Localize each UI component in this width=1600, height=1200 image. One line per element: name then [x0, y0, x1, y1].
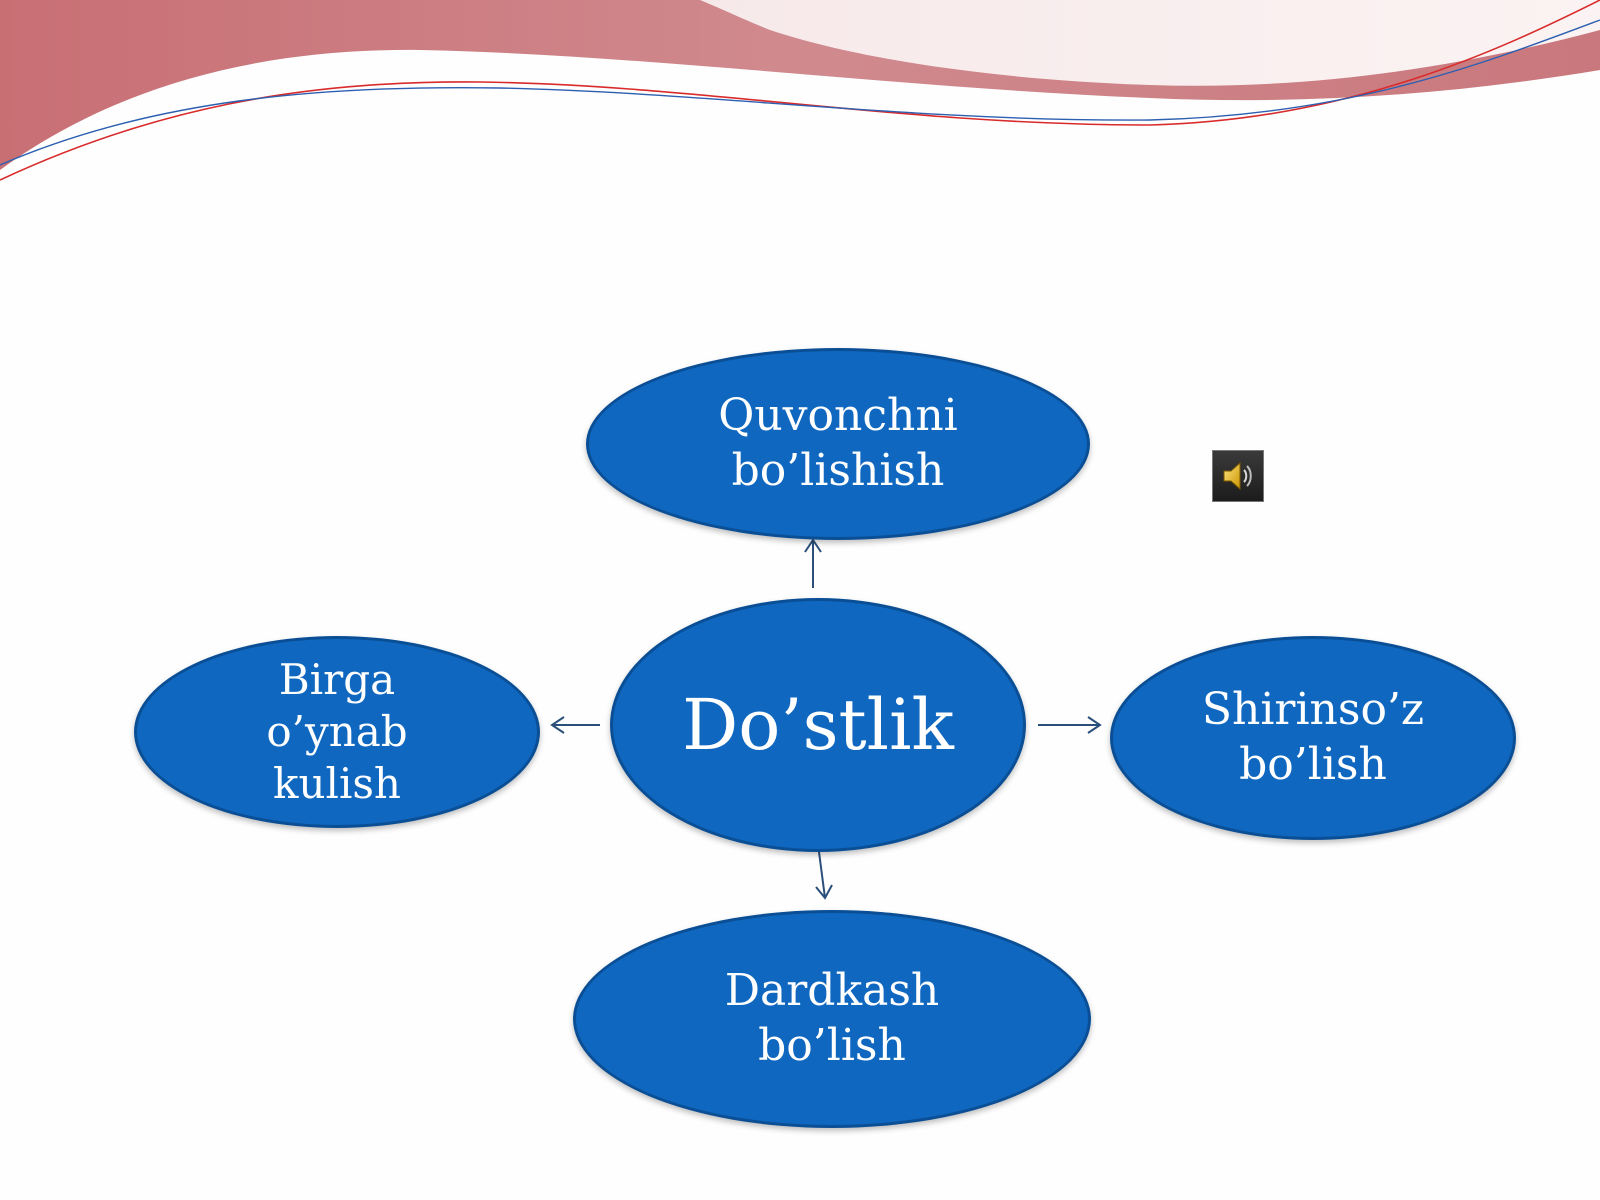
- arrow-to-left: [550, 716, 600, 734]
- arrow-to-top: [804, 538, 822, 588]
- node-top: Quvonchni bo’lishish: [586, 348, 1090, 540]
- node-center: Do’stlik: [610, 598, 1026, 852]
- node-bottom: Dardkash bo’lish: [573, 910, 1091, 1128]
- node-center-label: Do’stlik: [682, 683, 954, 766]
- speaker-icon-glyph: [1223, 461, 1252, 491]
- arrow-to-bottom: [815, 851, 833, 900]
- arrow-to-right: [1038, 716, 1102, 734]
- node-top-label: Quvonchni bo’lishish: [718, 390, 958, 496]
- node-right-label: Shirinso’z bo’lish: [1201, 684, 1425, 790]
- header-wave-decoration: [0, 0, 1600, 181]
- node-left-label: Birga o’ynab kulish: [266, 654, 408, 809]
- node-bottom-label: Dardkash bo’lish: [724, 965, 940, 1071]
- node-right: Shirinso’z bo’lish: [1110, 636, 1516, 840]
- node-left: Birga o’ynab kulish: [134, 636, 540, 828]
- speaker-icon[interactable]: [1212, 450, 1264, 502]
